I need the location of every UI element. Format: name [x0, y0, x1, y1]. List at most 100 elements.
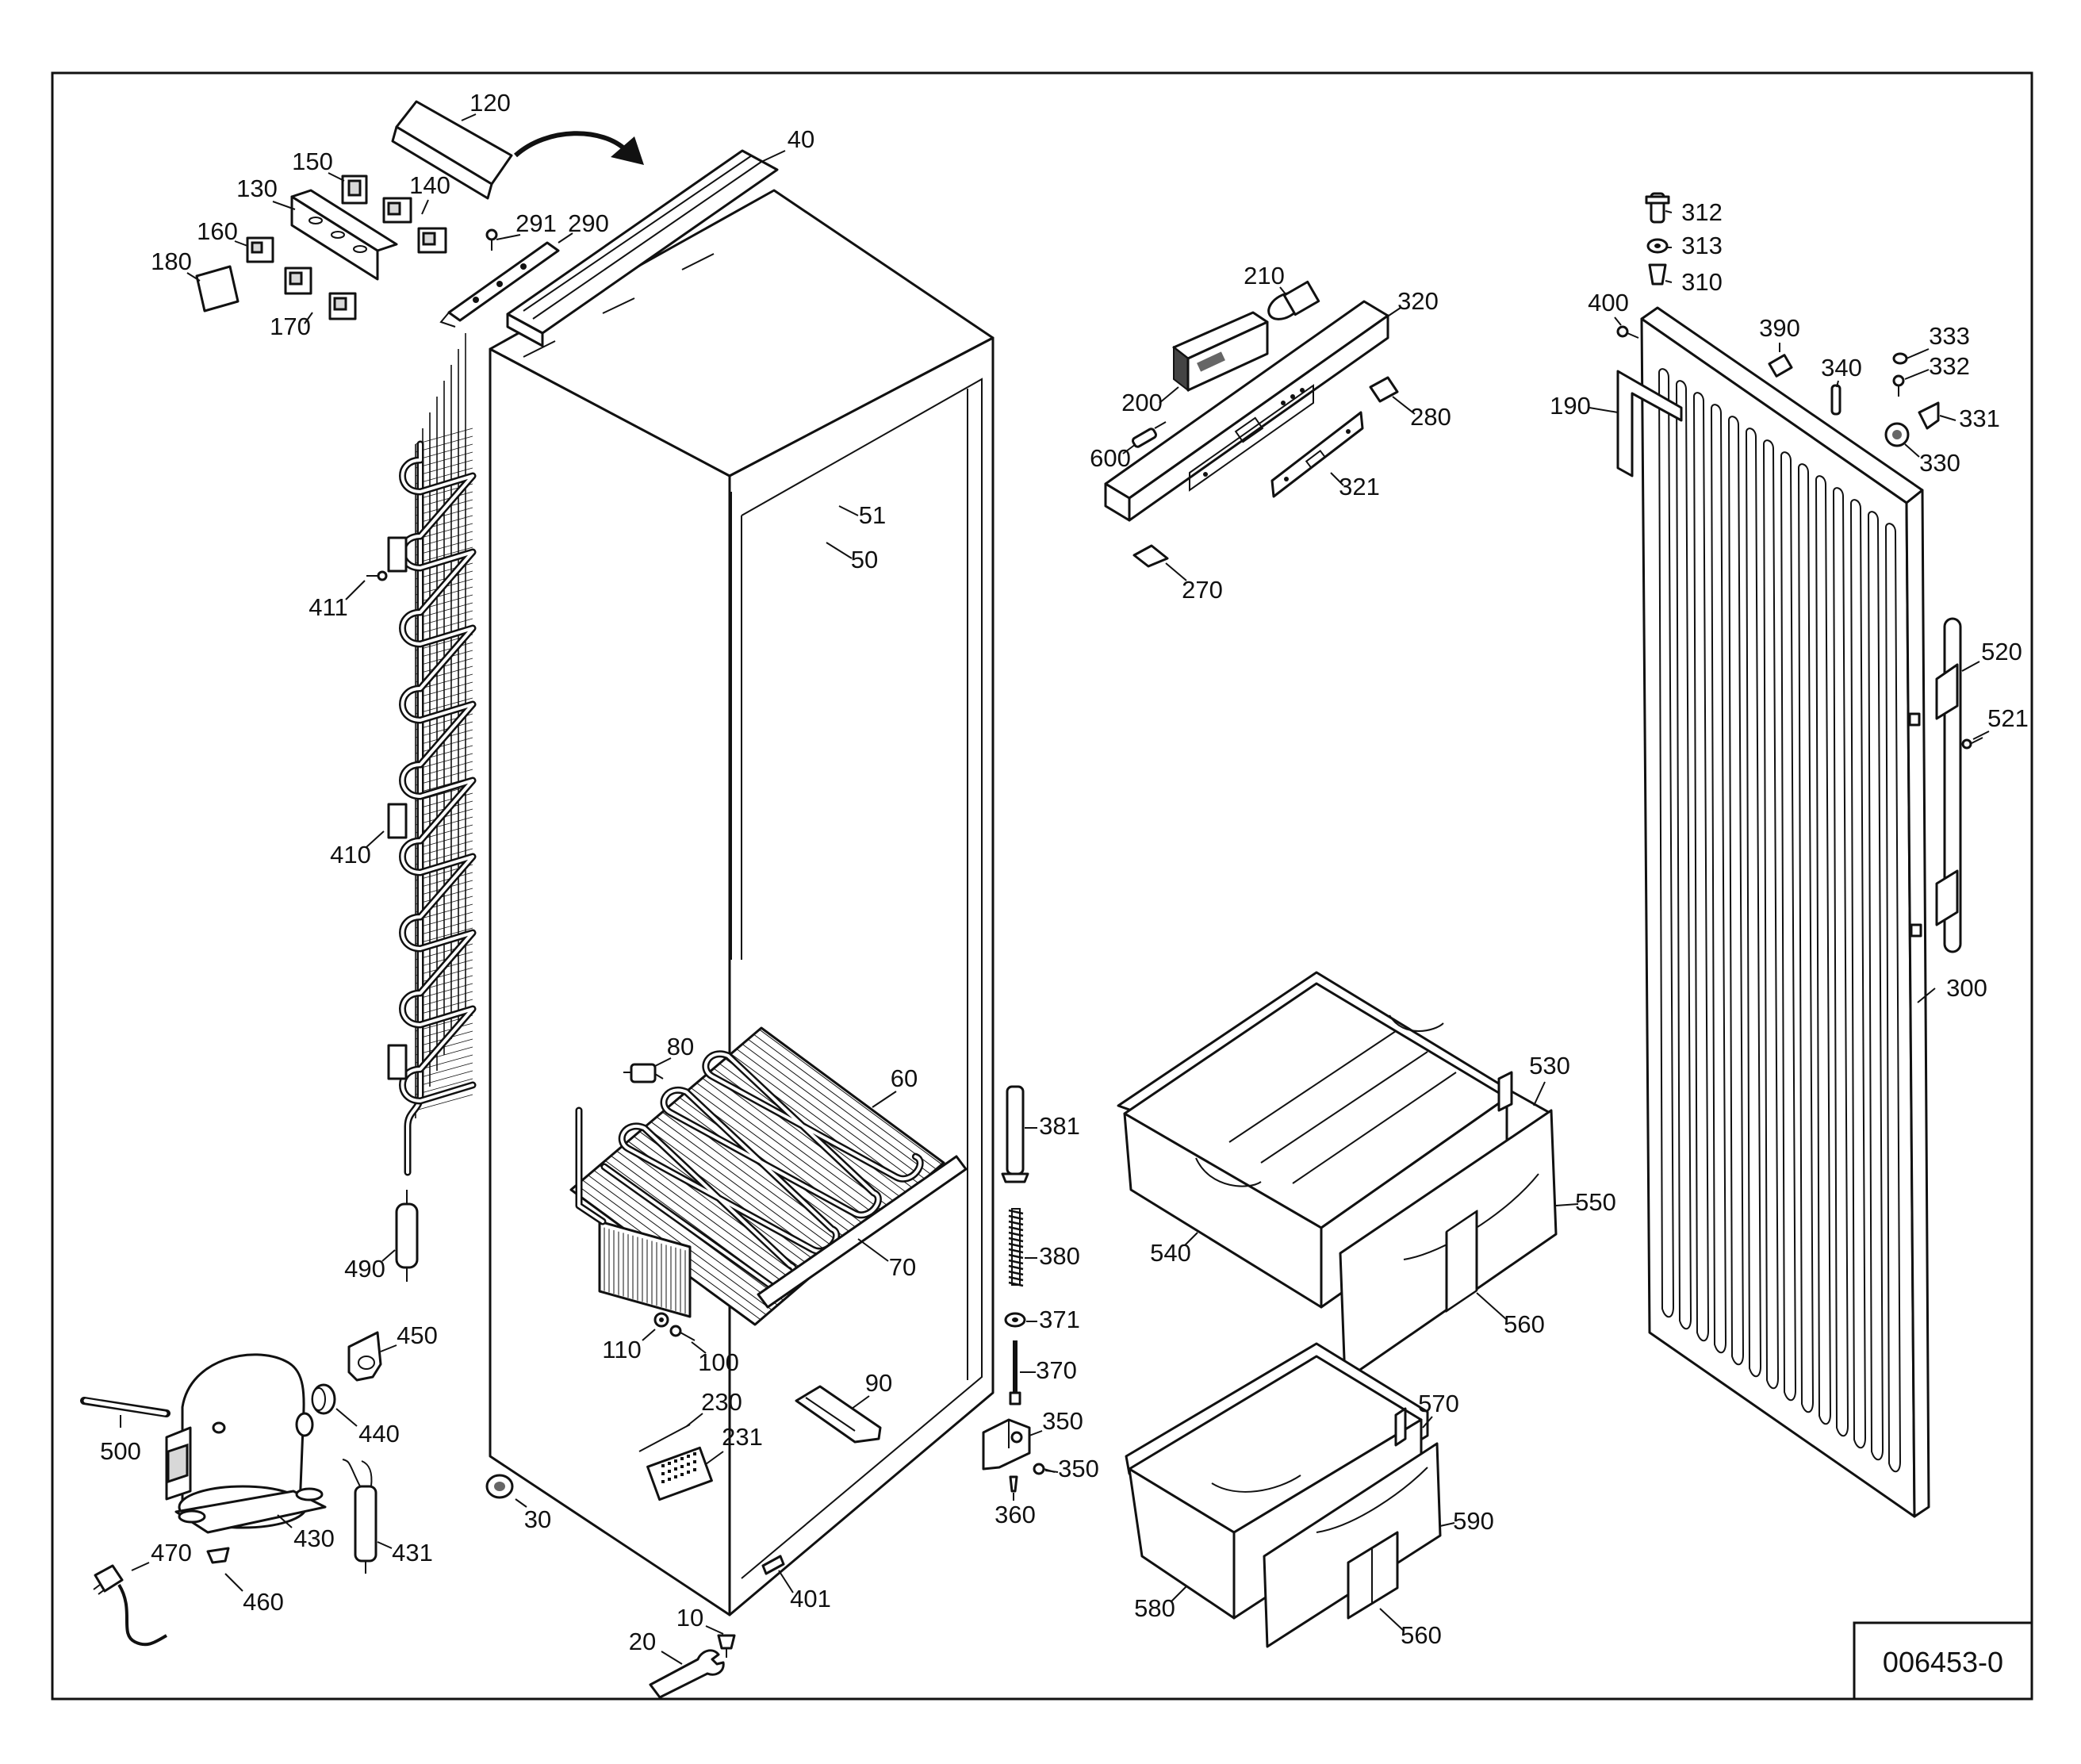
callout-label: 310 [1681, 268, 1723, 296]
callout-label: 460 [243, 1588, 284, 1616]
callout-label: 130 [236, 174, 278, 202]
callout-leader [1665, 210, 1673, 213]
grommet-110 [653, 1312, 669, 1328]
callout-label: 371 [1039, 1306, 1080, 1333]
callout-560: 560 [1476, 1292, 1545, 1338]
callout-leader [1917, 987, 1936, 1003]
callout-60: 60 [872, 1064, 918, 1108]
callout-leader [1170, 1586, 1187, 1603]
callout-leader [1665, 280, 1673, 283]
spanner-tool [649, 1649, 725, 1699]
callout-leader [1029, 1430, 1043, 1436]
callout-leader [1614, 316, 1622, 326]
callout-label: 270 [1182, 576, 1223, 604]
cabinet-body [489, 189, 995, 1616]
callout-321: 321 [1330, 472, 1380, 500]
screw-332 [1892, 374, 1905, 397]
filter-drier [395, 1190, 419, 1282]
callout-330: 330 [1904, 443, 1960, 477]
callout-320: 320 [1385, 287, 1439, 318]
callout-label: 550 [1575, 1188, 1616, 1216]
callout-leader [496, 234, 521, 240]
callout-371: 371 [1026, 1306, 1080, 1333]
callout-leader [1044, 1470, 1059, 1473]
callout-leader [1906, 348, 1930, 359]
callout-490: 490 [344, 1249, 396, 1283]
callout-label: 10 [676, 1604, 703, 1632]
washer-313 [1646, 238, 1669, 254]
callout-label: 431 [392, 1539, 433, 1567]
cover-180 [195, 265, 240, 313]
callout-80: 80 [654, 1033, 694, 1067]
callout-leader [1184, 1232, 1198, 1246]
callout-leader [380, 1344, 397, 1352]
callout-leader [366, 830, 385, 848]
clip-170b [328, 292, 357, 320]
callout-leader [761, 150, 786, 163]
condenser-coil [366, 333, 477, 1176]
callout-100: 100 [691, 1341, 739, 1376]
callout-190: 190 [1550, 392, 1619, 420]
callout-label: 530 [1529, 1052, 1570, 1079]
callout-label: 370 [1036, 1356, 1077, 1384]
callout-333: 333 [1906, 322, 1970, 359]
callout-230: 230 [686, 1388, 742, 1427]
callout-label: 570 [1418, 1390, 1459, 1417]
callout-label: 401 [790, 1585, 831, 1613]
screw-10 [717, 1634, 736, 1658]
callout-leader [515, 1498, 527, 1508]
screw-400 [1616, 325, 1639, 339]
compressor [165, 1353, 327, 1534]
bushing-310 [1648, 263, 1667, 286]
screw-350 [1033, 1463, 1056, 1475]
callout-label: 400 [1588, 289, 1629, 316]
callout-label: 500 [100, 1437, 141, 1465]
callout-leader [851, 1395, 870, 1409]
door-handle [1908, 617, 1962, 953]
callout-210: 210 [1244, 262, 1287, 296]
drawer-upper [1117, 971, 1558, 1382]
callout-label: 320 [1397, 287, 1439, 315]
callout-460: 460 [224, 1573, 284, 1616]
callout-90: 90 [851, 1369, 892, 1409]
hinge-350 [982, 1418, 1031, 1471]
callout-leader [277, 1514, 293, 1528]
callout-500: 500 [100, 1415, 141, 1465]
callout-label: 430 [293, 1524, 335, 1552]
callout-label: 560 [1401, 1621, 1442, 1649]
callout-label: 140 [409, 171, 450, 199]
callout-310: 310 [1665, 268, 1723, 296]
callout-leader [1379, 1608, 1405, 1632]
hinge-plate-190 [1616, 370, 1683, 477]
clip-150 [341, 174, 368, 205]
callout-leader [234, 240, 248, 247]
callout-label: 331 [1959, 405, 2000, 432]
callout-leader [328, 172, 345, 182]
clip-170a [284, 267, 312, 295]
lock-330 [1884, 422, 1910, 447]
callout-label: 411 [309, 593, 347, 621]
callout-leader [461, 113, 477, 121]
callout-110: 110 [602, 1329, 656, 1363]
callout-label: 80 [667, 1033, 694, 1060]
document-number: 006453-0 [1883, 1646, 2003, 1678]
callout-leader [304, 312, 313, 324]
callout-leader [1972, 731, 1990, 740]
hinge-pin-312 [1645, 192, 1670, 224]
door-panel [1640, 306, 1930, 1518]
callout-leader [1533, 1081, 1546, 1106]
spring-380 [1008, 1208, 1024, 1287]
callout-leader [1165, 562, 1187, 581]
callout-label: 291 [515, 209, 557, 237]
callout-label: 590 [1453, 1507, 1494, 1535]
callout-550: 550 [1555, 1188, 1616, 1216]
cap-333 [1892, 352, 1908, 365]
screw-521 [1961, 737, 1983, 750]
callout-200: 200 [1121, 386, 1179, 416]
washer-371 [1004, 1312, 1026, 1328]
connecting-tube [80, 1397, 171, 1417]
callout-70: 70 [857, 1238, 916, 1281]
callout-label: 210 [1244, 262, 1285, 290]
callout-label: 313 [1681, 232, 1723, 259]
callout-leader [872, 1091, 897, 1108]
